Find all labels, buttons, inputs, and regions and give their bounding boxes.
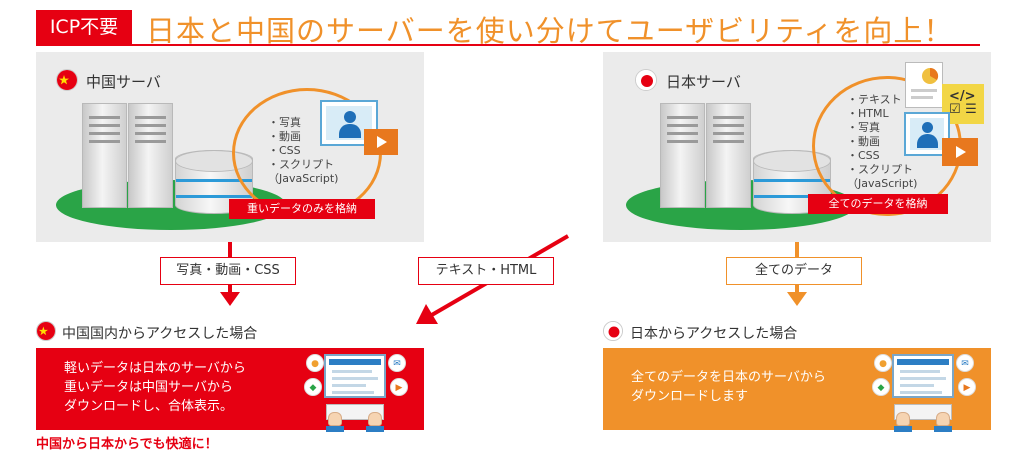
user-profile-icon [320, 100, 378, 146]
japan-access-title: 日本からアクセスした場合 [630, 326, 798, 342]
code-document-icon: </> ☑ ☰ [942, 84, 984, 124]
result-line: ダウンロードし、合体表示。 [64, 399, 234, 414]
document-chart-icon [905, 62, 943, 108]
server-tower-icon [128, 103, 173, 208]
icp-badge: ICP不要 [36, 10, 132, 44]
china-transfer-label: 写真・動画・CSS [160, 257, 296, 285]
china-storage-tag: 重いデータのみを格納 [229, 199, 375, 219]
server-tower-icon [706, 103, 751, 208]
page-title: 日本と中国のサーバーを使い分けてユーザビリティを向上！ [146, 14, 954, 48]
japan-flag-icon [635, 69, 657, 91]
japan-flag-icon [603, 321, 623, 341]
japan-result-text: 全てのデータを日本のサーバから ダウンロードします [631, 368, 826, 406]
china-down-arrow [220, 292, 240, 306]
result-line: 全てのデータを日本のサーバから [631, 370, 826, 385]
server-tower-icon [82, 103, 127, 208]
japan-content-list: ・テキスト ・HTML ・写真 ・動画 ・CSS ・スクリプト （JavaScr… [847, 93, 918, 190]
china-flag-icon [36, 321, 56, 341]
china-content-list: ・写真 ・動画 ・CSS ・スクリプト （JavaScript) [268, 116, 339, 185]
china-server-label: 中国サーバ [86, 73, 161, 91]
japan-storage-tag: 全てのデータを格納 [808, 194, 948, 214]
china-access-title: 中国国内からアクセスした場合 [62, 326, 258, 342]
computer-user-icon: ● ◆ ✉ ▶ [300, 350, 410, 436]
result-line: 軽いデータは日本のサーバから [64, 361, 246, 376]
japan-server-label: 日本サーバ [666, 73, 741, 91]
server-tower-icon [660, 103, 705, 208]
play-video-icon [364, 129, 398, 155]
footer-note: 中国から日本からでも快適に！ [36, 437, 218, 452]
header-divider [36, 44, 980, 46]
play-video-icon [942, 138, 978, 166]
japan-transfer-label: 全てのデータ [726, 257, 862, 285]
japan-down-arrow [787, 292, 807, 306]
japan-to-china-transfer-label: テキスト・HTML [418, 257, 554, 285]
china-result-text: 軽いデータは日本のサーバから 重いデータは中国サーバから ダウンロードし、合体表… [64, 359, 246, 416]
china-flag-icon [56, 69, 78, 91]
result-line: 重いデータは中国サーバから [64, 380, 233, 395]
result-line: ダウンロードします [631, 389, 749, 404]
computer-user-icon: ● ◆ ✉ ▶ [868, 350, 978, 436]
